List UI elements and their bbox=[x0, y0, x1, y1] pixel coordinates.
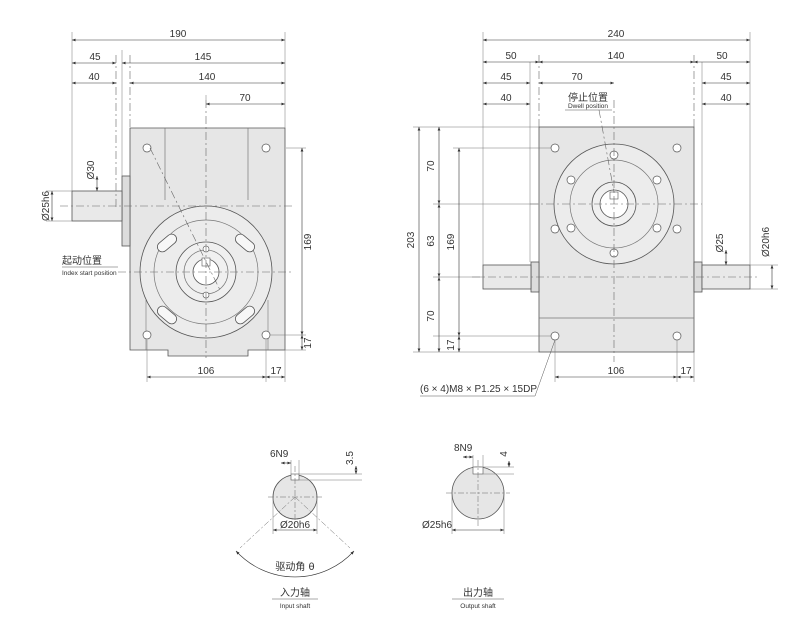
right-top-dimensions: 240 50 140 50 45 70 45 40 40 106 17 bbox=[500, 29, 732, 377]
dim-bore-diameter: Ø30 bbox=[86, 160, 97, 179]
dim-240: 240 bbox=[608, 29, 625, 40]
right-corner-hole bbox=[672, 224, 682, 234]
right-flange-bolt bbox=[566, 223, 576, 233]
drive-angle-label: 驱动角 θ bbox=[275, 561, 314, 573]
dim-106: 106 bbox=[198, 366, 215, 377]
dim-140: 140 bbox=[608, 51, 625, 62]
output-shaft-title-en: Output shaft bbox=[460, 603, 496, 610]
right-corner-hole bbox=[672, 143, 682, 153]
input-key-depth: 3.5 bbox=[345, 451, 356, 465]
dim-17-bottom: 17 bbox=[680, 366, 692, 377]
left-slot-hole bbox=[157, 233, 177, 253]
right-flange-bolt bbox=[652, 223, 662, 233]
dim-45-right: 45 bbox=[720, 72, 732, 83]
output-diameter: Ø25h6 bbox=[422, 520, 452, 531]
left-shaft-flange bbox=[121, 175, 131, 247]
dim-45: 45 bbox=[89, 52, 101, 63]
output-shaft-title-cn: 出力轴 bbox=[463, 586, 493, 599]
output-key-width: 8N9 bbox=[454, 443, 473, 454]
hole-callout: (6 × 4)M8 × P1.25 × 15DP bbox=[420, 384, 537, 395]
left-bolt-hole bbox=[261, 330, 271, 340]
dim-output-diameter: Ø20h6 bbox=[761, 227, 772, 257]
left-bolt-hole bbox=[142, 330, 152, 340]
right-corner-hole bbox=[550, 143, 560, 153]
dim-70: 70 bbox=[571, 72, 583, 83]
dim-140: 140 bbox=[199, 72, 216, 83]
output-shaft-section: 8N9 4 Ø25h6 出力轴 Output shaft bbox=[422, 443, 514, 610]
input-shaft-title-cn: 入力轴 bbox=[280, 586, 310, 599]
left-bolt-hole bbox=[261, 143, 271, 153]
label-index-start-en: Index start position bbox=[62, 270, 117, 277]
right-view: 240 50 140 50 45 70 45 40 40 106 17 203 … bbox=[406, 29, 778, 397]
left-slot-hole bbox=[157, 305, 177, 325]
left-slot-hole bbox=[235, 305, 255, 325]
dim-shaft-25: Ø25 bbox=[715, 233, 726, 252]
dim-106: 106 bbox=[608, 366, 625, 377]
dim-70-top: 70 bbox=[426, 160, 437, 172]
input-shaft-section: 6N9 3.5 Ø20h6 驱动角 θ 入力轴 Input shaft bbox=[235, 449, 362, 610]
dim-40-left: 40 bbox=[500, 93, 512, 104]
label-index-start-cn: 起动位置 bbox=[62, 254, 102, 267]
input-key-width: 6N9 bbox=[270, 449, 289, 460]
dim-17-left: 17 bbox=[446, 339, 457, 351]
dim-203: 203 bbox=[406, 231, 417, 248]
dim-70: 70 bbox=[239, 93, 251, 104]
dim-40-right: 40 bbox=[720, 93, 732, 104]
left-top-dimensions: 190 45 145 40 140 70 106 17 bbox=[88, 29, 282, 377]
dim-169: 169 bbox=[303, 233, 314, 250]
input-shaft-title-en: Input shaft bbox=[280, 603, 311, 610]
dim-17-bottom: 17 bbox=[270, 366, 282, 377]
left-view: 190 45 145 40 140 70 106 17 Ø25h6 Ø30 16… bbox=[41, 29, 314, 382]
right-corner-hole bbox=[550, 224, 560, 234]
dim-50-right: 50 bbox=[716, 51, 728, 62]
right-flange-bolt bbox=[652, 175, 662, 185]
dim-190: 190 bbox=[170, 29, 187, 40]
dim-shaft-diameter: Ø25h6 bbox=[41, 191, 52, 221]
dim-17-right: 17 bbox=[303, 337, 314, 349]
dim-63: 63 bbox=[426, 235, 437, 247]
dim-40: 40 bbox=[88, 72, 100, 83]
label-dwell-en: Dwell position bbox=[568, 103, 608, 110]
left-bolt-hole bbox=[142, 143, 152, 153]
dim-169: 169 bbox=[446, 233, 457, 250]
right-corner-hole bbox=[672, 331, 682, 341]
right-right-shaft bbox=[701, 264, 751, 290]
left-slot-hole bbox=[235, 233, 255, 253]
right-flange-bolt bbox=[566, 175, 576, 185]
dim-145: 145 bbox=[195, 52, 212, 63]
drive-angle-arc bbox=[235, 550, 355, 578]
dim-50-left: 50 bbox=[505, 51, 517, 62]
input-diameter: Ø20h6 bbox=[280, 520, 310, 531]
label-dwell-cn: 停止位置 bbox=[568, 91, 608, 104]
output-key-depth: 4 bbox=[499, 451, 510, 457]
dim-45-left: 45 bbox=[500, 72, 512, 83]
dim-70-bottom: 70 bbox=[426, 310, 437, 322]
right-corner-hole bbox=[550, 331, 560, 341]
